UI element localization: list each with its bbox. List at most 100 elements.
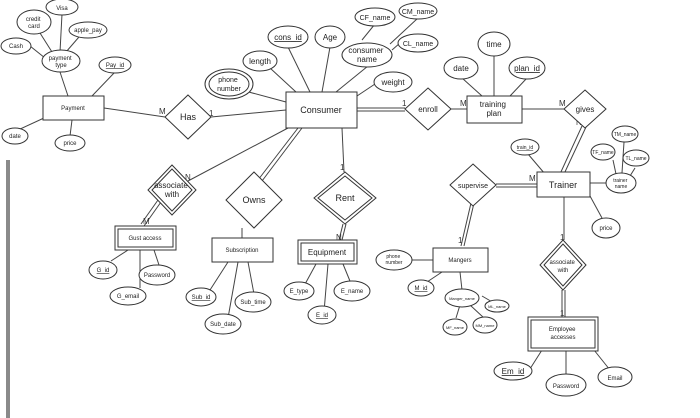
attr-em-password — [545, 373, 587, 397]
entity-payment — [42, 95, 105, 121]
attr-cl-name — [397, 33, 439, 53]
card-consumer-enroll: 1 — [402, 99, 407, 108]
rel-supervise — [449, 163, 497, 207]
attr-mf-name — [442, 318, 468, 336]
attr-cm-name — [398, 2, 438, 20]
entity-payment-label: Payment — [61, 106, 85, 112]
attr-sub-date-label: Sub_date — [210, 322, 236, 328]
attr-gust-password-label: Password — [144, 273, 170, 279]
card-assoc-employee: 1 — [560, 309, 565, 318]
attr-e-id — [307, 305, 337, 325]
attr-payment-date — [1, 127, 29, 145]
rel-associate-with-employee-label: associate with — [549, 260, 576, 274]
card-assoc-gust: M — [143, 217, 150, 226]
attr-cons-id — [267, 25, 309, 49]
attr-e-name-label: E_name — [341, 289, 364, 295]
rel-associate-with-employee-inner — [543, 243, 583, 287]
attr-apple-pay-label: apple_pay — [74, 28, 102, 34]
attr-pay-id — [98, 56, 132, 74]
attr-train-id-label: train_id — [517, 145, 534, 151]
attr-cash-label: Cash — [9, 44, 23, 50]
entity-employee-access-inner — [530, 319, 596, 349]
card-plan-gives: M — [559, 99, 566, 108]
attr-manager-phone-label: phone number — [386, 254, 403, 266]
attr-email-label: Email — [607, 376, 622, 382]
card-supervise-trainer: M — [529, 174, 536, 183]
attr-e-name — [333, 280, 371, 302]
entity-trainer-label: Trainer — [549, 180, 577, 190]
attr-em-password-label: Password — [553, 384, 579, 390]
attr-mm-name-label: MM_name — [476, 323, 496, 328]
entity-mangers-label: Mangers — [448, 258, 471, 264]
attr-trainer-price-label: price — [599, 226, 613, 232]
attr-phone-number-inner — [208, 71, 250, 97]
attr-tl-name — [622, 149, 650, 167]
attr-sub-time-label: Sub_time — [240, 300, 266, 306]
rel-supervise-label: supervise — [458, 183, 488, 190]
rel-has — [164, 94, 212, 140]
entity-equipment-inner — [300, 242, 355, 262]
attr-pay-id-label: Pay_id — [106, 63, 124, 69]
attr-time — [477, 31, 511, 57]
attr-payment-price-label: price — [63, 141, 77, 147]
attr-age — [314, 25, 346, 49]
attr-length-label: length — [249, 57, 271, 66]
entity-consumer — [285, 91, 358, 129]
attr-plan-date-label: date — [453, 64, 469, 73]
attr-sub-time — [234, 291, 272, 313]
entity-consumer-label: Consumer — [300, 105, 342, 115]
attr-tf-name-label: TF_name — [592, 150, 614, 156]
attr-sub-id — [185, 287, 217, 307]
rel-associate-with-gust-label: associate with — [154, 181, 190, 199]
card-assoc-consumer: N — [185, 173, 191, 182]
card-has-consumer: 1 — [209, 109, 214, 118]
card-payment-has: M — [159, 107, 166, 116]
attr-g-email — [109, 286, 147, 306]
attr-cons-id-label: cons_id — [274, 33, 302, 42]
attr-m-id — [407, 279, 435, 297]
connectors — [17, 13, 636, 374]
attr-phone-number-label: phone number — [217, 77, 241, 93]
attr-trainer-name-label: trainer name — [613, 178, 629, 190]
attr-plan-id-label: plan_id — [514, 64, 540, 73]
attr-payment-type — [41, 49, 81, 73]
attr-manger-name — [444, 288, 480, 308]
rel-owns-label: Owns — [242, 195, 266, 205]
attr-payment-type-label: payment type — [49, 56, 74, 69]
attr-ml-name-label: ML_name — [488, 304, 507, 309]
attr-m-id-label: M_id — [414, 286, 427, 292]
attr-credit-card — [16, 9, 52, 35]
entity-equipment-label: Equipment — [308, 248, 347, 257]
card-supervise-mangers: 1 — [458, 236, 463, 245]
attr-apple-pay — [68, 21, 108, 39]
attr-sub-date — [204, 313, 242, 335]
attr-e-type-label: E_type — [290, 289, 309, 295]
rel-rent-label: Rent — [335, 193, 355, 203]
entity-subscription — [211, 237, 274, 263]
attr-consumer-name — [341, 42, 393, 68]
entity-employee-access-label: Employee accesses — [549, 327, 577, 341]
attr-em-id-label: Em_id — [502, 367, 525, 376]
scrollbar[interactable] — [6, 160, 10, 418]
entity-mangers — [432, 247, 489, 273]
attr-train-id — [510, 138, 540, 156]
attr-email — [597, 366, 633, 388]
attr-gust-password — [138, 264, 176, 286]
entity-training-plan-label: training plan — [480, 100, 508, 118]
attr-sub-id-label: Sub_id — [192, 295, 211, 301]
entity-gust-access-label: Gust access — [128, 236, 161, 242]
attr-payment-price — [54, 134, 86, 152]
attr-trainer-price — [591, 217, 621, 239]
attr-cash — [0, 37, 32, 55]
attr-weight — [373, 71, 413, 93]
attr-ml-name — [484, 299, 510, 313]
attr-visa-label: Visa — [56, 6, 68, 12]
attr-length — [242, 50, 278, 72]
card-rent-consumer: 1 — [340, 163, 345, 172]
rel-enroll-label: enroll — [418, 105, 438, 114]
attr-payment-date-label: date — [9, 134, 21, 140]
rel-enroll — [404, 87, 452, 131]
attr-em-id — [493, 361, 533, 381]
entity-training-plan — [466, 95, 523, 124]
